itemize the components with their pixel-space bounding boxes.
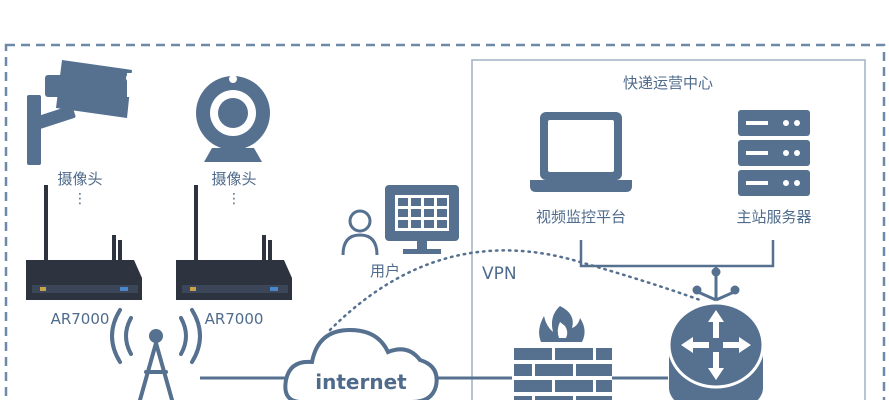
router-right-label: AR7000 xyxy=(204,310,264,328)
user-label: 用户 xyxy=(369,262,401,280)
user-person-icon xyxy=(341,209,379,256)
vpn-dotted-link xyxy=(328,249,702,332)
firewall-icon xyxy=(514,306,612,400)
router-left-label: AR7000 xyxy=(50,310,110,328)
display-monitor-icon xyxy=(385,185,459,254)
core-router-icon xyxy=(667,267,765,400)
camera-right-label: 摄像头 xyxy=(211,170,257,188)
camera-right-ellipsis: ⋮ xyxy=(227,191,241,207)
operations-center-box xyxy=(471,59,866,400)
laptop-icon xyxy=(530,112,632,192)
server-rack-icon xyxy=(738,110,810,196)
internet-label: internet xyxy=(315,370,407,394)
platform-link-line xyxy=(579,240,775,268)
outer-dashed-boundary xyxy=(4,43,886,400)
vpn-label: VPN xyxy=(482,264,517,284)
camera-left-ellipsis: ⋮ xyxy=(73,191,87,207)
router-device-left-icon xyxy=(26,185,142,300)
operations-center-title: 快递运营中心 xyxy=(622,74,714,92)
webcam-icon xyxy=(196,75,270,162)
router-device-right-icon xyxy=(176,185,292,300)
cloud-icon xyxy=(283,327,439,400)
monitor-platform-label: 视频监控平台 xyxy=(535,208,627,226)
cell-tower-icon xyxy=(110,308,202,400)
cctv-camera-icon xyxy=(27,60,134,165)
camera-left-label: 摄像头 xyxy=(57,170,103,188)
server-label: 主站服务器 xyxy=(736,208,812,226)
